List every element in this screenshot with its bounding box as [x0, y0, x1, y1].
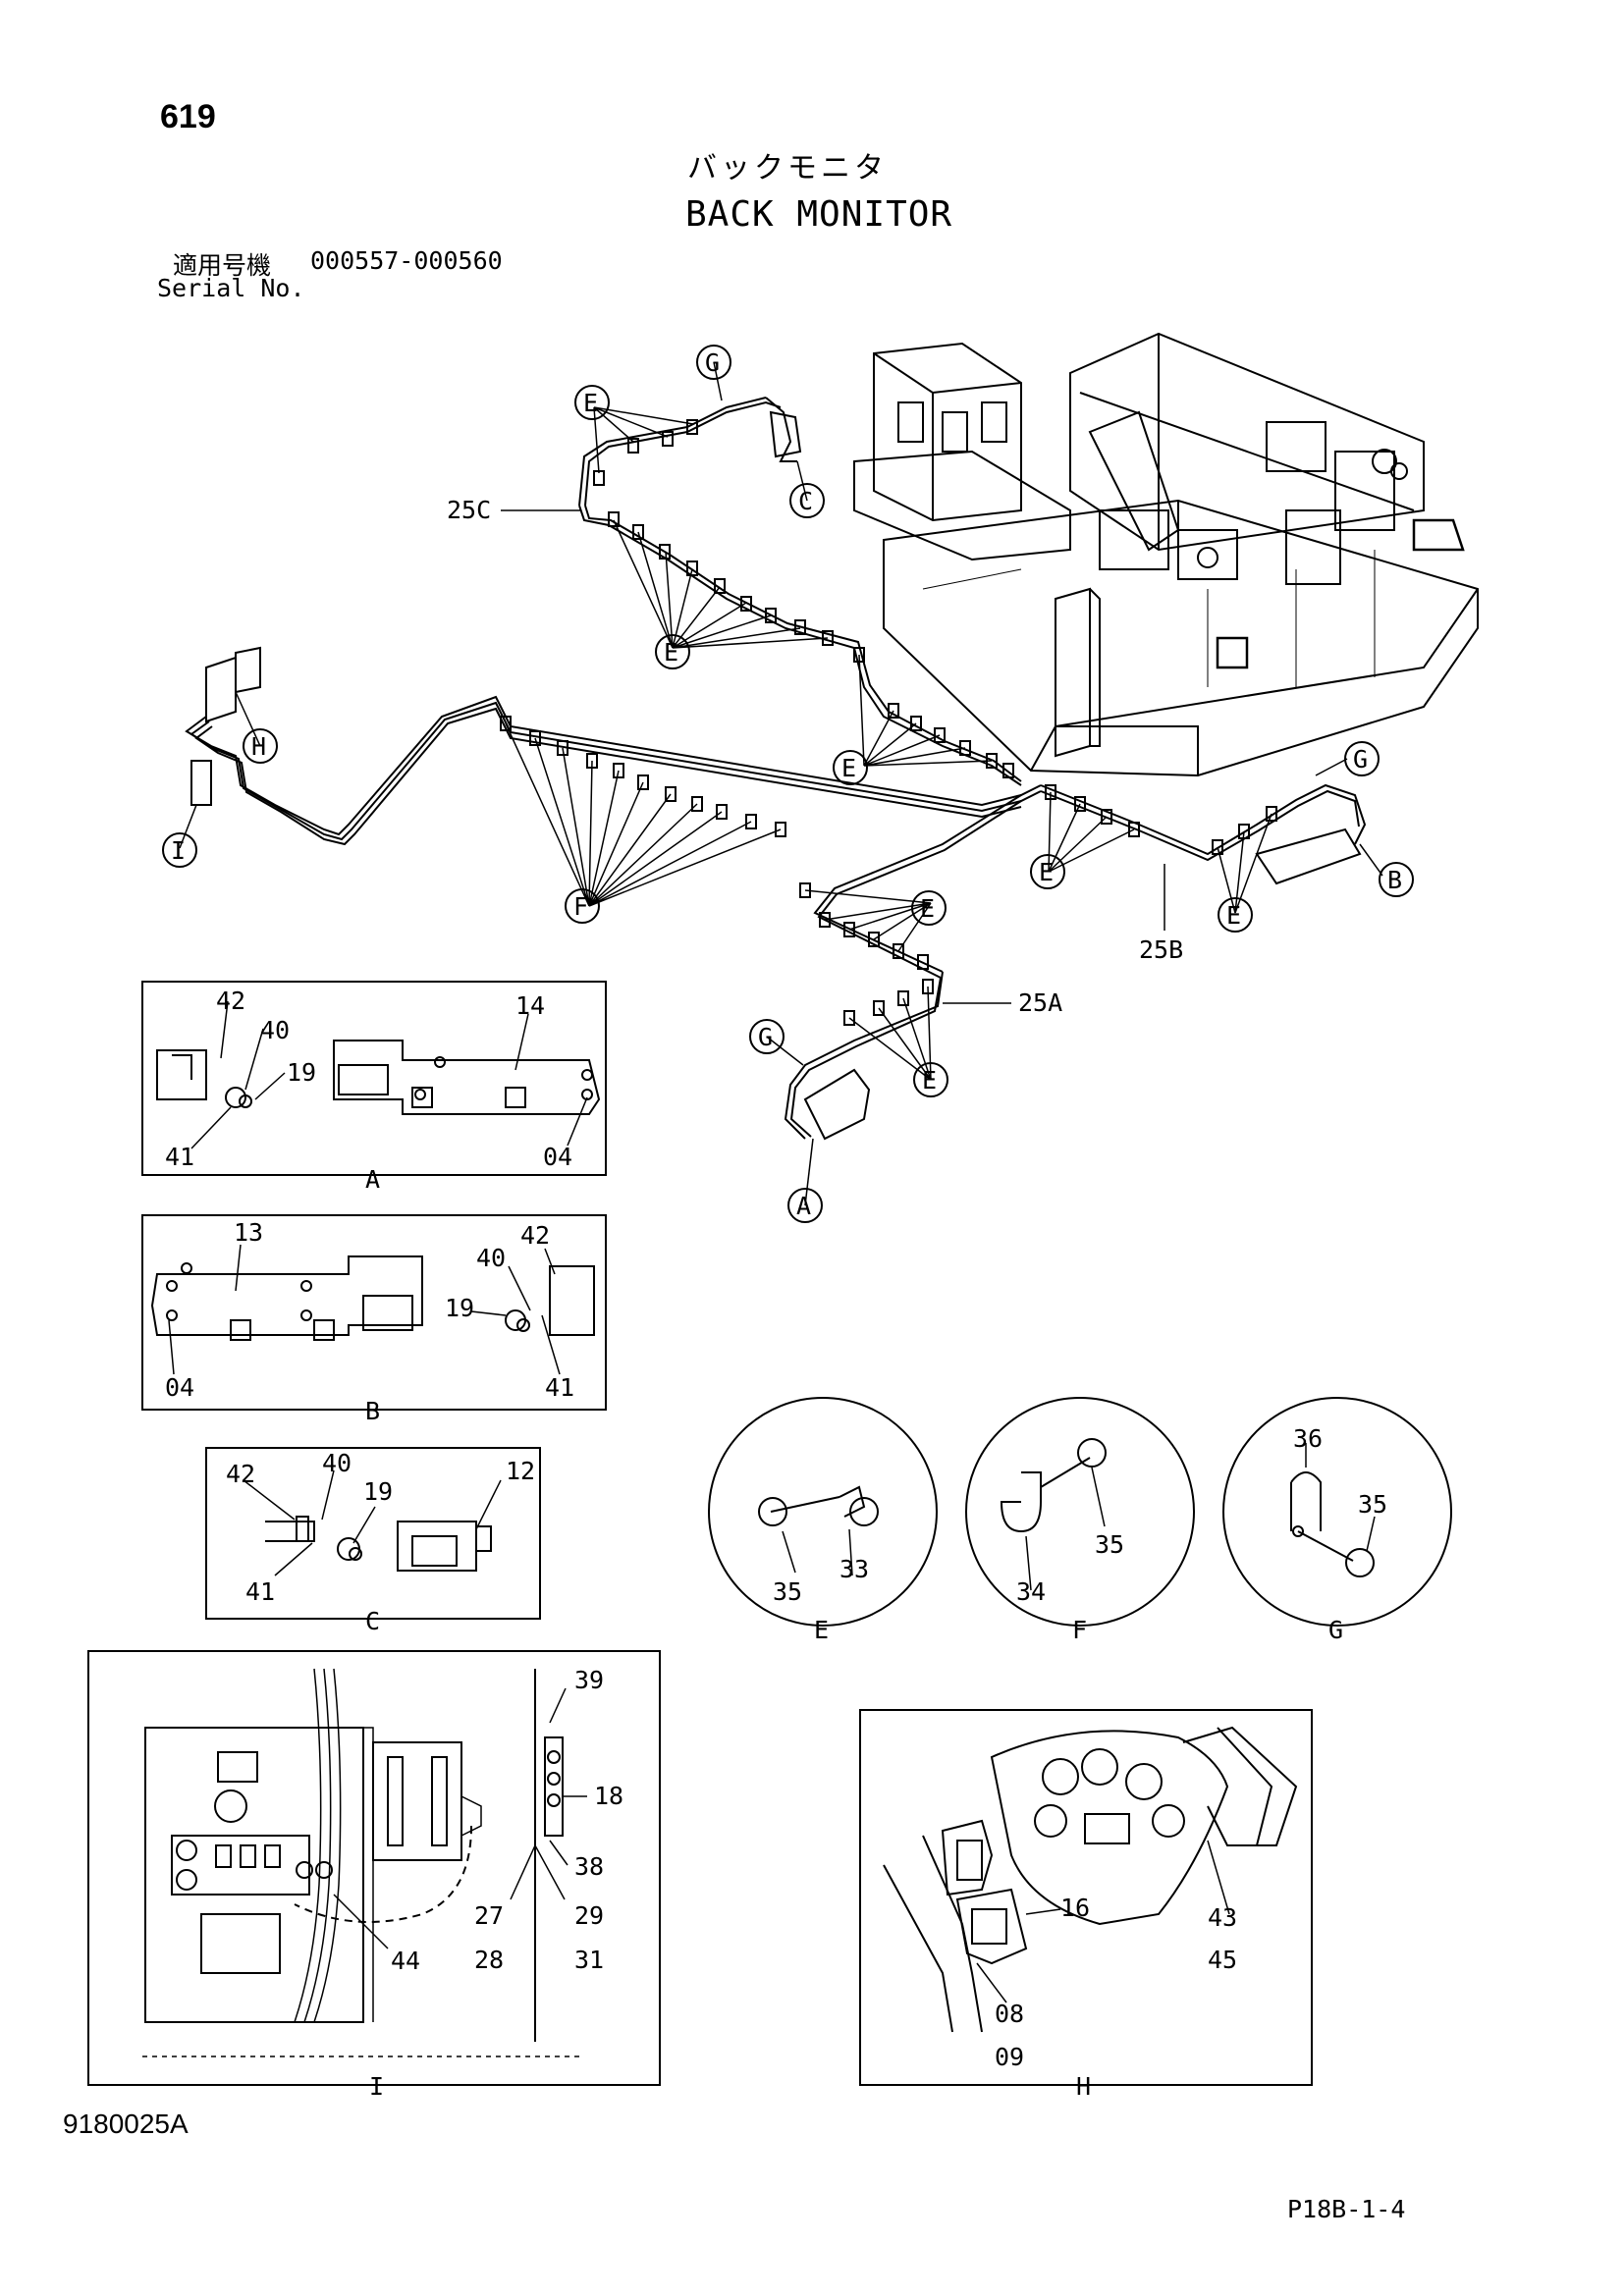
callout-e-6: E: [920, 894, 935, 923]
callout-a: A: [796, 1192, 811, 1220]
part-label-40: 40: [260, 1016, 290, 1044]
part-label-35: 35: [1095, 1530, 1124, 1559]
callout-g-3: G: [758, 1023, 773, 1051]
serial-label: Serial No.: [157, 274, 305, 302]
detail-h: [859, 1709, 1313, 2086]
callout-e-5: E: [1226, 901, 1241, 930]
detail-g: [1222, 1397, 1452, 1627]
part-label-29: 29: [574, 1901, 604, 1930]
part-label-12: 12: [506, 1457, 535, 1485]
part-label-42: 42: [226, 1460, 255, 1488]
harness-label-25c: 25C: [447, 496, 491, 524]
detail-f: [965, 1397, 1195, 1627]
part-label-31: 31: [574, 1946, 604, 1974]
callout-f: F: [573, 892, 588, 921]
detail-e: [708, 1397, 938, 1627]
harness-routing: [185, 397, 1367, 1140]
part-label-42: 42: [520, 1221, 550, 1250]
part-label-33: 33: [839, 1555, 869, 1583]
part-label-35: 35: [773, 1577, 802, 1606]
page-number: 619: [160, 98, 216, 135]
part-label-39: 39: [574, 1666, 604, 1694]
detail-c-caption: C: [365, 1607, 380, 1635]
detail-a: [141, 981, 607, 1176]
part-label-41: 41: [165, 1143, 194, 1171]
callout-circles: [162, 345, 1414, 1223]
part-label-38: 38: [574, 1852, 604, 1881]
part-label-08: 08: [995, 2000, 1024, 2028]
detail-e-caption: E: [814, 1616, 829, 1644]
detail-i-caption: I: [369, 2072, 384, 2101]
harness-label-25a: 25A: [1018, 988, 1062, 1017]
part-label-45: 45: [1208, 1946, 1237, 1974]
part-label-35: 35: [1358, 1490, 1387, 1519]
callout-e-3: E: [841, 754, 856, 782]
harness-label-25b: 25B: [1139, 935, 1183, 964]
part-label-40: 40: [322, 1449, 352, 1477]
callout-e-1: E: [583, 389, 598, 417]
part-label-44: 44: [391, 1947, 420, 1975]
detail-b-caption: B: [365, 1397, 380, 1425]
detail-h-caption: H: [1076, 2072, 1091, 2101]
detail-a-caption: A: [365, 1165, 380, 1194]
callout-e-7: E: [922, 1066, 937, 1095]
part-label-41: 41: [245, 1577, 275, 1606]
callout-g-2: G: [1353, 745, 1368, 774]
serial-label-japanese: 適用号機: [173, 251, 272, 280]
part-label-40: 40: [476, 1244, 506, 1272]
part-label-28: 28: [474, 1946, 504, 1974]
part-label-13: 13: [234, 1218, 263, 1247]
callout-i: I: [171, 836, 186, 865]
part-label-36: 36: [1293, 1424, 1323, 1453]
harness-clamps: [500, 410, 1362, 1141]
detail-g-caption: G: [1328, 1616, 1343, 1644]
detail-i: [87, 1650, 661, 2086]
part-label-18: 18: [594, 1782, 623, 1810]
page-title: BACK MONITOR: [685, 194, 953, 235]
callout-g-1: G: [705, 348, 720, 377]
serial-range: 000557-000560: [310, 246, 503, 275]
document-code: 9180025A: [63, 2109, 189, 2139]
part-label-34: 34: [1016, 1577, 1046, 1606]
part-label-14: 14: [515, 991, 545, 1020]
callout-e-4: E: [1039, 858, 1054, 886]
machine-body: [853, 332, 1479, 777]
part-label-42: 42: [216, 987, 245, 1015]
detail-f-caption: F: [1072, 1616, 1087, 1644]
callout-b: B: [1387, 866, 1402, 894]
part-label-19: 19: [287, 1058, 316, 1087]
sheet-code: P18B-1-4: [1287, 2195, 1406, 2223]
callout-h: H: [251, 732, 266, 761]
part-label-43: 43: [1208, 1903, 1237, 1932]
part-label-16: 16: [1060, 1894, 1090, 1922]
callout-c: C: [798, 487, 813, 515]
part-label-04: 04: [165, 1373, 194, 1402]
detail-c: [205, 1447, 541, 1620]
part-label-09: 09: [995, 2043, 1024, 2071]
title-japanese: バックモニタ: [687, 151, 888, 186]
callout-e-2: E: [664, 638, 678, 667]
part-label-41: 41: [545, 1373, 574, 1402]
callout-leaders: [179, 361, 1383, 1206]
part-label-19: 19: [445, 1294, 474, 1322]
part-label-19: 19: [363, 1477, 393, 1506]
part-label-27: 27: [474, 1901, 504, 1930]
part-label-04: 04: [543, 1143, 572, 1171]
detail-b: [141, 1214, 607, 1411]
